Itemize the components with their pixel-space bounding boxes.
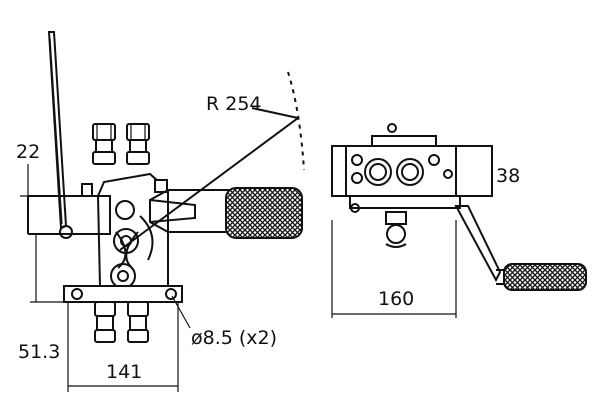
radius-indicator: R 254	[119, 71, 305, 251]
dimension-141: 141	[67, 302, 179, 392]
left-arm	[27, 195, 111, 239]
dimension-51-3: 51.3	[18, 233, 64, 363]
side-bottom-fitting	[385, 211, 407, 248]
vertical-lever	[47, 31, 68, 230]
side-crank-handle	[454, 205, 587, 291]
side-view: 38 160	[331, 123, 587, 318]
side-height-label: 38	[496, 165, 520, 187]
hole-label: ø8.5 (x2)	[191, 327, 277, 349]
horizontal-handle	[149, 187, 303, 239]
side-width-label: 160	[378, 288, 414, 310]
left-height-label: 22	[16, 141, 40, 163]
dimension-160: 160	[331, 220, 457, 318]
hole-callout: ø8.5 (x2)	[171, 295, 277, 349]
bottom-fittings	[94, 301, 149, 343]
front-width-label: 141	[106, 361, 142, 383]
left-depth-label: 51.3	[18, 341, 60, 363]
top-fittings	[81, 123, 168, 197]
radius-label: R 254	[206, 93, 262, 115]
base-plate	[63, 285, 183, 303]
front-view: R 254 22 51.3 141 ø8.5 (x2)	[16, 31, 305, 392]
dimension-38: 38	[491, 146, 520, 196]
side-fittings	[351, 154, 453, 186]
dimension-22: 22	[16, 141, 62, 197]
